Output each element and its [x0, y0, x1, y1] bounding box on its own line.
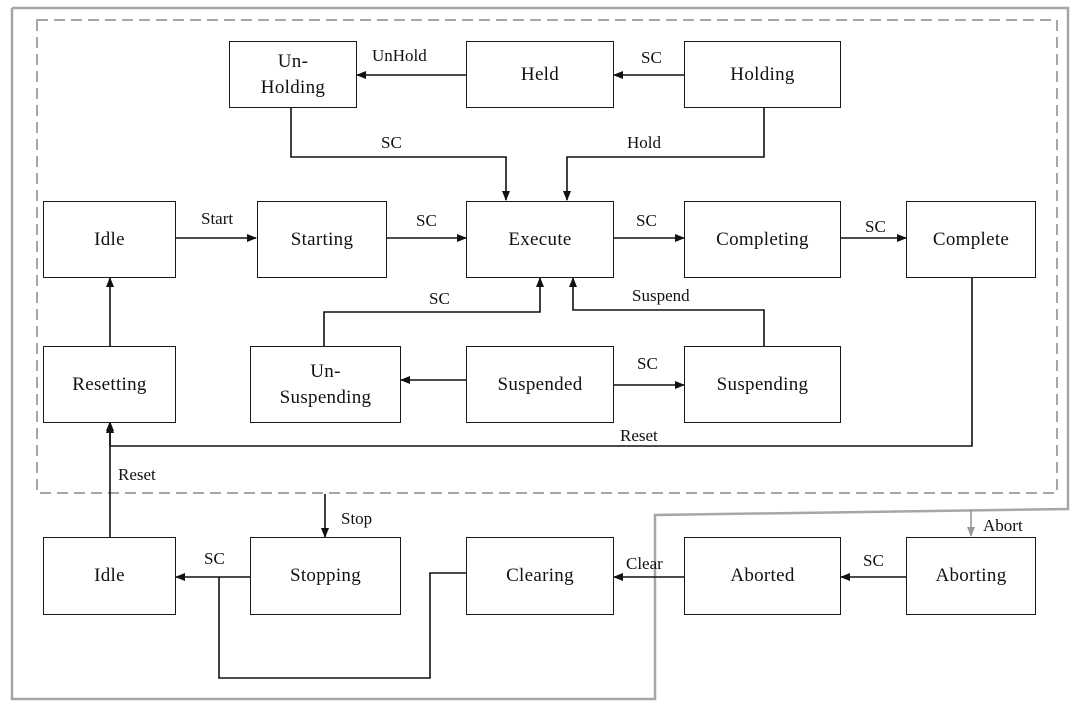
label-start: Start — [201, 209, 234, 228]
label-sc-aborting: SC — [863, 551, 884, 570]
label-unhold: UnHold — [372, 46, 427, 65]
state-starting: Starting — [257, 201, 387, 278]
state-unholding: Un- Holding — [229, 41, 357, 108]
state-suspended: Suspended — [466, 346, 614, 423]
label-hold: Hold — [627, 133, 661, 152]
arrow-holding-execute — [563, 108, 765, 201]
state-completing: Completing — [684, 201, 841, 278]
label-clear: Clear — [626, 554, 663, 573]
label-reset-top: Reset — [620, 426, 658, 445]
label-sc-stopping: SC — [204, 549, 225, 568]
label-suspend: Suspend — [632, 286, 690, 305]
label-sc-execute: SC — [636, 211, 657, 230]
state-unsuspending: Un- Suspending — [250, 346, 401, 423]
arrow-clearing-stopping — [218, 572, 466, 679]
inner-dashed-boundary — [36, 19, 1058, 494]
label-sc-starting: SC — [416, 211, 437, 230]
state-idle-bottom: Idle — [43, 537, 176, 615]
state-execute: Execute — [466, 201, 614, 278]
label-sc-held: SC — [641, 48, 662, 67]
state-resetting: Resetting — [43, 346, 176, 423]
state-suspending: Suspending — [684, 346, 841, 423]
label-sc-unholding: SC — [381, 133, 402, 152]
outer-solid-boundary — [10, 6, 1070, 701]
state-stopping: Stopping — [250, 537, 401, 615]
arrow-suspending-execute — [569, 277, 765, 346]
state-holding: Holding — [684, 41, 841, 108]
state-held: Held — [466, 41, 614, 108]
arrow-unsuspending-execute — [323, 277, 544, 346]
label-abort: Abort — [983, 516, 1023, 535]
label-sc-unsuspend: SC — [429, 289, 450, 308]
state-aborting: Aborting — [906, 537, 1036, 615]
state-idle-top: Idle — [43, 201, 176, 278]
state-clearing: Clearing — [466, 537, 614, 615]
state-complete: Complete — [906, 201, 1036, 278]
state-aborted: Aborted — [684, 537, 841, 615]
label-sc-suspended: SC — [637, 354, 658, 373]
label-stop: Stop — [341, 509, 373, 528]
arrow-unholding-execute — [290, 108, 510, 201]
label-sc-completing: SC — [865, 217, 886, 236]
label-reset-left: Reset — [118, 465, 156, 484]
